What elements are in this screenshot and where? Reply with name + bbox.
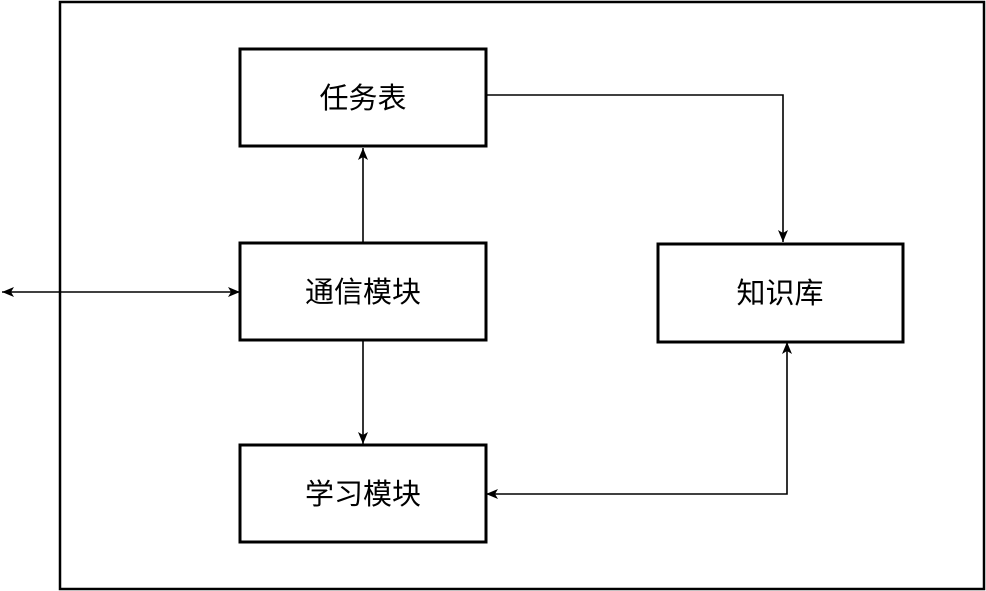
knowledge-base-node: 知识库 xyxy=(656,242,905,344)
learning-module-node: 学习模块 xyxy=(238,443,488,544)
knowledge-learning-arrow xyxy=(486,342,792,499)
communication-module-node: 通信模块 xyxy=(238,241,488,342)
task-table-node: 任务表 xyxy=(238,47,488,148)
task-table-label: 任务表 xyxy=(319,81,406,115)
knowledge-base-label: 知识库 xyxy=(736,276,823,310)
communication-module-label: 通信模块 xyxy=(305,275,421,309)
task-to-knowledge-arrow xyxy=(486,94,788,242)
learning-module-label: 学习模块 xyxy=(305,477,421,511)
